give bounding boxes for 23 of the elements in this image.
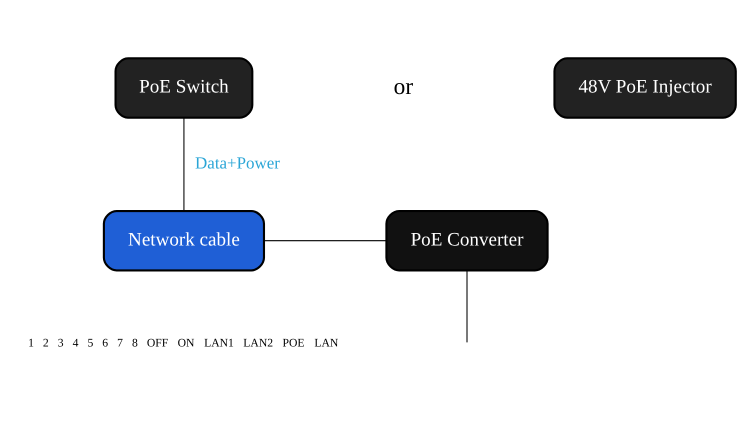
edge-label: Data+Power bbox=[194, 153, 280, 172]
label: LAN bbox=[314, 336, 338, 350]
label: 8 bbox=[131, 336, 138, 350]
label: 7 bbox=[116, 336, 122, 350]
label: OFF bbox=[146, 336, 168, 350]
label: 2 bbox=[42, 336, 48, 350]
label: 5 bbox=[86, 336, 93, 350]
node-box: Network cable bbox=[102, 210, 265, 272]
label: ON bbox=[177, 336, 194, 350]
connector bbox=[466, 270, 468, 342]
label: or bbox=[393, 74, 413, 100]
node-box: PoE Switch bbox=[114, 57, 253, 119]
connector bbox=[264, 240, 386, 242]
label: LAN2 bbox=[242, 336, 273, 350]
label: POE bbox=[282, 336, 304, 350]
node-box: PoE Converter bbox=[384, 210, 548, 272]
node-box: 48V PoE Injector bbox=[552, 57, 736, 119]
label: 3 bbox=[57, 336, 64, 350]
label: LAN1 bbox=[204, 336, 234, 350]
label: 4 bbox=[72, 336, 78, 350]
label: 1 bbox=[28, 336, 34, 350]
connector bbox=[182, 118, 184, 211]
label: 6 bbox=[102, 336, 108, 350]
